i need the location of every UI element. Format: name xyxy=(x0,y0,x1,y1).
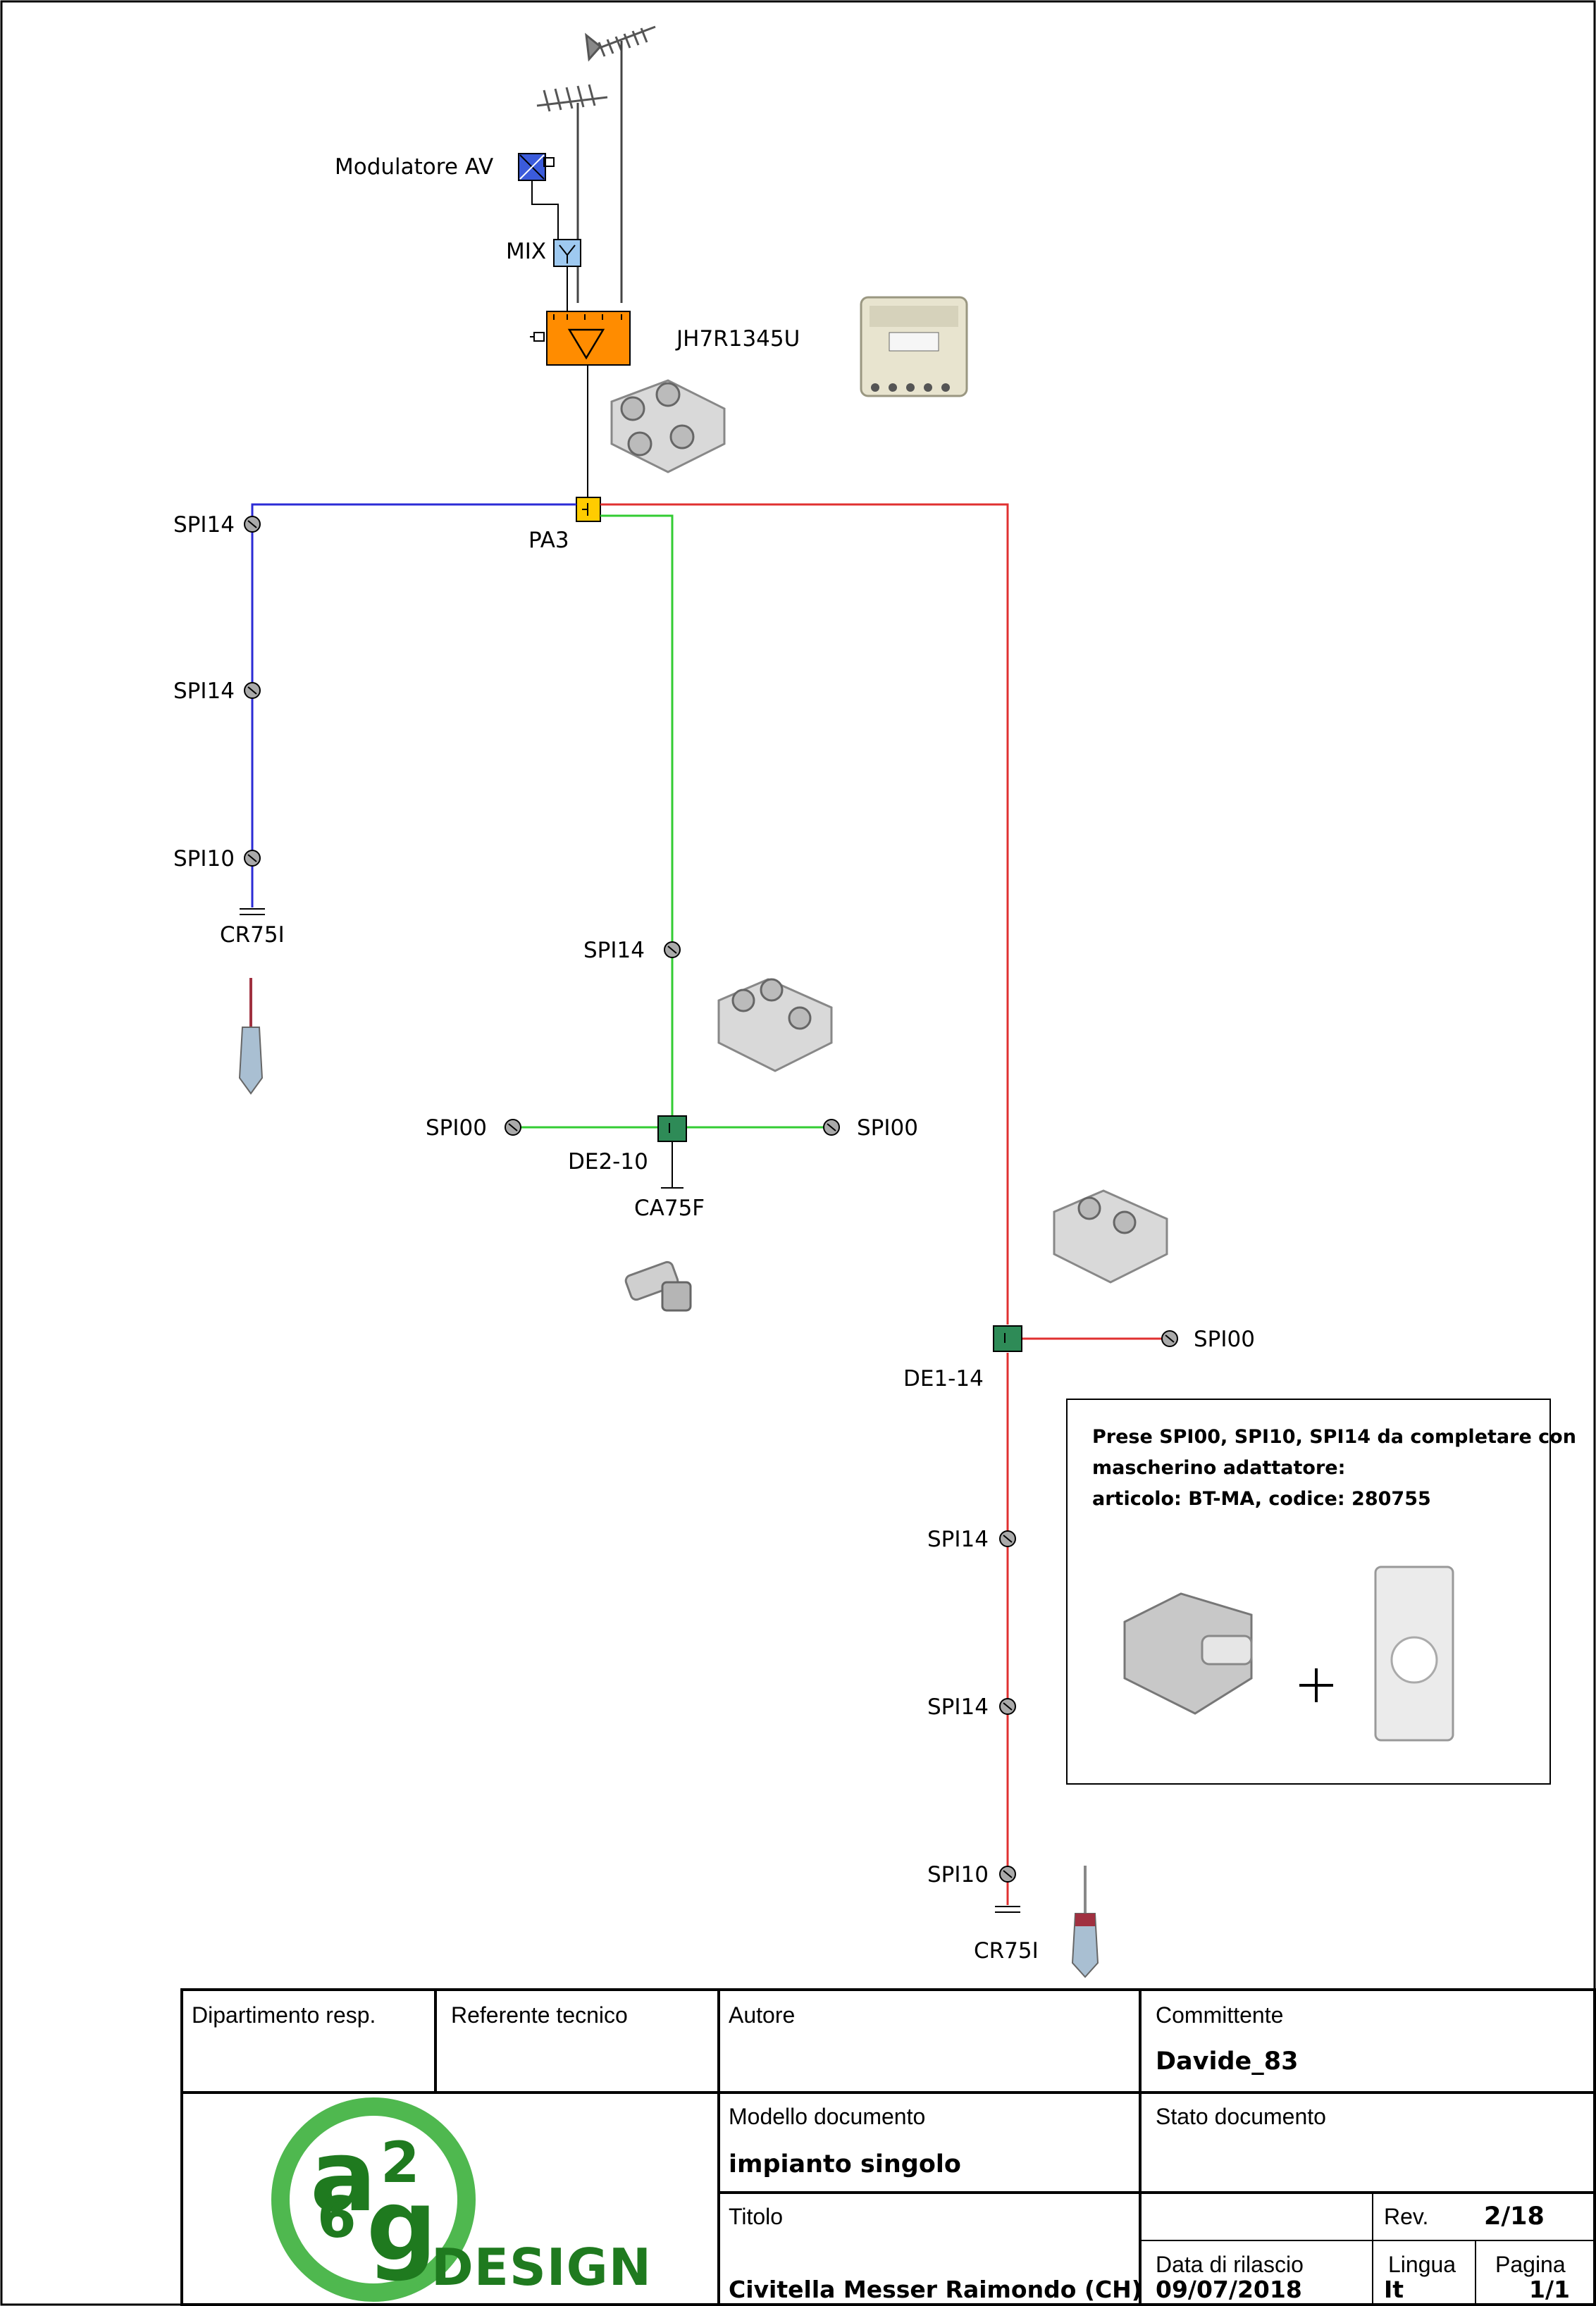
plus-icon xyxy=(1299,1668,1333,1702)
mix-icon xyxy=(553,239,581,267)
blue-branch xyxy=(251,503,576,907)
autore-label: Autore xyxy=(729,2002,796,2028)
amplifier-label: JH7R1345U xyxy=(676,326,800,352)
pa3-label: PA3 xyxy=(528,528,569,553)
blue-spi10-label: SPI10 xyxy=(173,846,235,872)
referente-label: Referente tecnico xyxy=(451,2002,628,2028)
de2-derivator-icon xyxy=(657,1115,687,1142)
logo-digit-2: 2 xyxy=(381,2130,420,2195)
pagina-value: 1/1 xyxy=(1529,2276,1570,2303)
titolo-label: Titolo xyxy=(729,2204,784,2229)
de2-label: DE2-10 xyxy=(568,1149,648,1174)
stato-label: Stato documento xyxy=(1156,2104,1326,2129)
blue-outlets xyxy=(244,516,261,867)
adapter-mask-photo xyxy=(1374,1566,1454,1742)
green-branch xyxy=(513,514,831,1129)
title-block-grid xyxy=(180,1988,1596,2306)
terminator-photo-right xyxy=(1071,1866,1099,1978)
outlet-photo xyxy=(1123,1592,1253,1715)
de1-label: DE1-14 xyxy=(903,1366,984,1391)
note-box xyxy=(1066,1399,1551,1785)
data-rilascio-value: 09/07/2018 xyxy=(1156,2276,1302,2303)
amplifier-photo xyxy=(860,296,968,397)
red-outlets xyxy=(999,1330,1178,1883)
terminator-photo-left xyxy=(238,978,264,1095)
red-spi14-b-label: SPI14 xyxy=(927,1694,989,1720)
committente-label: Committente xyxy=(1156,2002,1284,2028)
amplifier-icon xyxy=(530,311,631,366)
vhf-antenna-icon xyxy=(536,84,608,303)
blue-spi14-a-label: SPI14 xyxy=(173,512,235,538)
blue-cr75i-label: CR75I xyxy=(220,922,285,948)
data-rilascio-label: Data di rilascio xyxy=(1156,2252,1304,2277)
blue-spi14-b-label: SPI14 xyxy=(173,678,235,704)
red-branch xyxy=(600,503,1170,1905)
logo-word-design: DESIGN xyxy=(431,2238,652,2297)
note-line-2: mascherino adattatore: xyxy=(1092,1457,1346,1479)
green-spi14-label: SPI14 xyxy=(583,938,645,963)
blue-termination-icon xyxy=(240,908,265,915)
dipartimento-label: Dipartimento resp. xyxy=(192,2002,376,2028)
modulator-to-mix-line xyxy=(531,180,559,240)
pagina-label: Pagina xyxy=(1495,2252,1566,2277)
ca75f-label: CA75F xyxy=(634,1196,705,1221)
green-outlets xyxy=(505,941,840,1136)
note-line-3: articolo: BT-MA, codice: 280755 xyxy=(1092,1488,1431,1510)
logo-letter-a: a xyxy=(310,2119,377,2234)
note-line-1: Prese SPI00, SPI10, SPI14 da completare … xyxy=(1092,1426,1576,1448)
logo-digit-6: 6 xyxy=(317,2185,357,2250)
de1-derivator-icon xyxy=(993,1325,1022,1352)
red-cr75i-label: CR75I xyxy=(974,1938,1039,1964)
titolo-value: Civitella Messer Raimondo (CH) xyxy=(729,2276,1142,2303)
red-termination-icon xyxy=(995,1906,1020,1913)
logo-letter-g: g xyxy=(366,2169,438,2283)
green-spi00-right-label: SPI00 xyxy=(857,1115,918,1141)
rev-label: Rev. xyxy=(1384,2204,1429,2229)
red-spi10-label: SPI10 xyxy=(927,1862,989,1887)
note-text: Prese SPI00, SPI10, SPI14 da completare … xyxy=(1092,1422,1576,1515)
lingua-label: Lingua xyxy=(1388,2252,1456,2277)
lingua-value: It xyxy=(1384,2276,1404,2303)
red-spi14-a-label: SPI14 xyxy=(927,1527,989,1552)
modulator-label: Modulatore AV xyxy=(335,154,494,180)
red-spi00-label: SPI00 xyxy=(1194,1327,1255,1352)
green-spi00-left-label: SPI00 xyxy=(426,1115,487,1141)
splitter-photo xyxy=(610,379,726,473)
connector-photo xyxy=(624,1260,692,1312)
modello-label: Modello documento xyxy=(729,2104,926,2129)
derivator-photo-right xyxy=(1053,1189,1168,1284)
pa3-splitter-icon xyxy=(576,497,601,522)
modello-value: impianto singolo xyxy=(729,2150,961,2178)
uhf-antenna-icon xyxy=(585,25,656,303)
a2g6-design-logo xyxy=(271,2097,476,2302)
derivator-photo-middle xyxy=(717,978,833,1072)
committente-value: Davide_83 xyxy=(1156,2047,1299,2076)
rev-value: 2/18 xyxy=(1484,2202,1545,2231)
mix-label: MIX xyxy=(506,239,547,264)
modulator-icon xyxy=(518,153,555,181)
